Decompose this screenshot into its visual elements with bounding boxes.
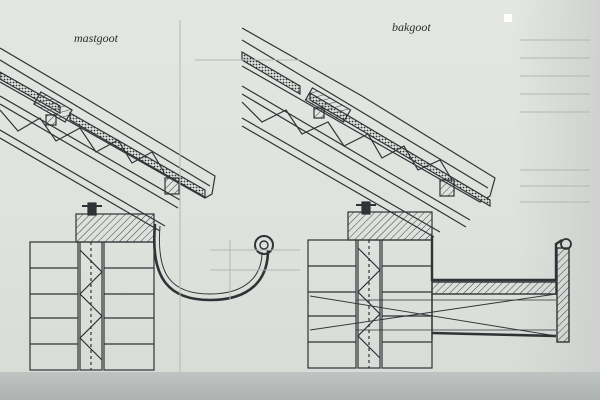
page-edge bbox=[0, 372, 600, 400]
caption-bakgoot: bakgoot bbox=[392, 20, 431, 34]
mastgoot-wall bbox=[29, 202, 155, 371]
bakgoot-box-gutter bbox=[309, 236, 572, 343]
mastgoot-gutter bbox=[152, 223, 274, 302]
bakgoot-wall bbox=[307, 201, 433, 369]
mastgoot-roof bbox=[0, 47, 216, 232]
bakgoot-roof bbox=[241, 27, 496, 238]
caption-mastgoot: mastgoot bbox=[74, 31, 119, 45]
bleed-through-lines bbox=[179, 20, 590, 372]
white-marker bbox=[504, 14, 512, 22]
